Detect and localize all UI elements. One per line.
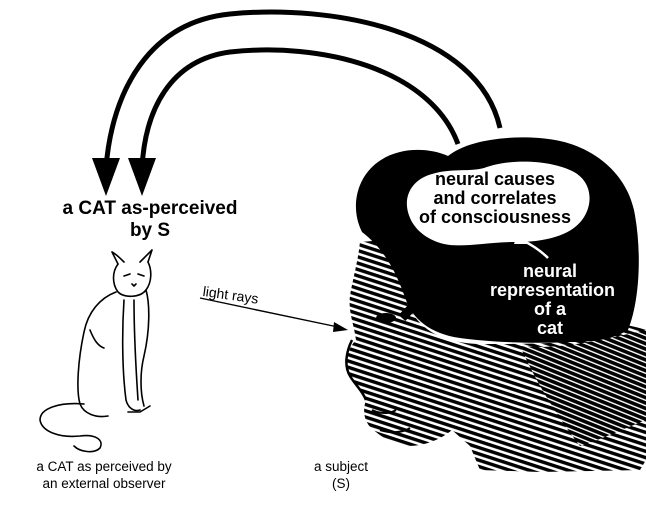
label-cat-perceived-by-s: a CAT as-perceived by S [20, 198, 280, 242]
label-cat-external-observer: a CAT as perceived by an external observ… [4, 458, 204, 492]
label-line: neural causes [410, 170, 580, 189]
label-line: (S) [286, 475, 396, 492]
cat-drawing [40, 250, 152, 452]
label-line: a CAT as perceived by [4, 458, 204, 475]
label-line: an external observer [4, 475, 204, 492]
label-line: representation [490, 281, 610, 300]
label-neural-causes: neural causes and correlates of consciou… [410, 170, 580, 227]
label-line: by S [20, 220, 280, 242]
label-line: a CAT as-perceived [20, 198, 280, 220]
label-subject: a subject (S) [286, 458, 396, 492]
label-line: and correlates [410, 189, 580, 208]
label-neural-representation: neural representation of a cat [490, 262, 610, 338]
label-line: neural [490, 262, 610, 281]
label-line: of a [490, 300, 610, 319]
label-line: a subject [286, 458, 396, 475]
label-line: of consciousness [410, 208, 580, 227]
light-rays-arrow [200, 298, 348, 332]
label-line: cat [490, 319, 610, 338]
